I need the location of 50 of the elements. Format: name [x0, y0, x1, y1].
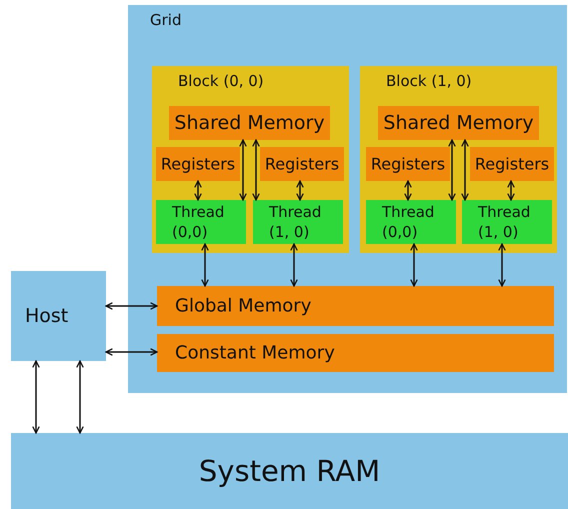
double-arrow: [32, 360, 40, 434]
box-label: Host: [25, 305, 68, 327]
box-label: Shared Memory: [383, 112, 534, 134]
thread-box: [253, 200, 343, 244]
double-arrow: [105, 302, 158, 310]
registers-box: [156, 147, 240, 181]
double-arrow: [76, 360, 84, 434]
box-label: Grid: [150, 11, 182, 29]
memory-box: [157, 286, 554, 326]
box-label: Registers: [264, 154, 340, 174]
double-arrow: [461, 139, 469, 201]
registers-box: [260, 147, 344, 181]
double-arrow: [404, 180, 412, 201]
box-label: Registers: [160, 154, 236, 174]
grid-panel: [128, 5, 567, 393]
memory-box: [157, 334, 554, 372]
thread-box: [156, 200, 246, 244]
box-label: Global Memory: [175, 296, 312, 316]
box-label: Thread (0,0): [172, 203, 226, 242]
block-panel: [152, 66, 349, 253]
memory-box: [169, 106, 330, 140]
double-arrow: [507, 180, 515, 201]
box-label: Thread (1, 0): [478, 203, 532, 242]
registers-box: [470, 147, 554, 181]
box-label: System RAM: [198, 454, 380, 488]
box-label: Thread (1, 0): [269, 203, 322, 242]
double-arrow: [498, 243, 506, 287]
memory-box: [378, 106, 539, 140]
double-arrow: [252, 139, 260, 201]
thread-box: [462, 200, 552, 244]
box-label: Registers: [370, 154, 446, 174]
double-arrow: [290, 243, 298, 287]
registers-box: [366, 147, 450, 181]
box-label: Shared Memory: [174, 112, 325, 134]
double-arrow: [410, 243, 418, 287]
block-panel: [360, 66, 557, 253]
system-ram-box: [11, 433, 568, 509]
box-label: Registers: [474, 154, 550, 174]
box-label: Constant Memory: [175, 342, 335, 364]
host-box: [11, 271, 106, 361]
double-arrow: [296, 180, 304, 201]
double-arrow: [239, 139, 247, 201]
double-arrow: [201, 243, 209, 287]
thread-box: [366, 200, 456, 244]
box-label: Block (0, 0): [178, 72, 264, 90]
box-label: Thread (0,0): [382, 203, 436, 242]
box-label: Block (1, 0): [386, 72, 472, 90]
double-arrow: [448, 139, 456, 201]
double-arrow: [194, 180, 202, 201]
double-arrow: [105, 348, 158, 356]
